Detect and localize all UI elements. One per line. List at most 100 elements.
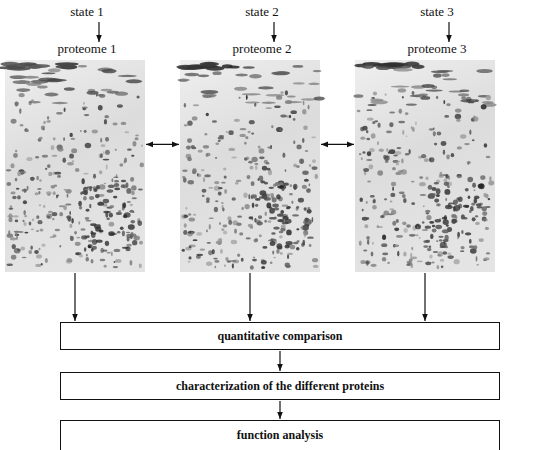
protein-spot — [239, 232, 243, 235]
protein-spot — [37, 188, 41, 190]
protein-spot — [183, 230, 187, 235]
protein-spot — [101, 144, 106, 147]
protein-spot — [16, 188, 20, 190]
protein-spot — [10, 163, 14, 168]
protein-spot — [121, 184, 125, 188]
protein-spot — [391, 86, 410, 88]
protein-spot — [305, 150, 308, 152]
protein-spot — [196, 232, 202, 236]
protein-spot — [372, 205, 377, 210]
protein-spot — [102, 69, 117, 73]
protein-spot — [138, 220, 142, 226]
protein-spot — [55, 229, 60, 232]
protein-spot — [13, 80, 31, 84]
protein-spot — [309, 244, 312, 247]
protein-spot — [380, 215, 384, 218]
protein-spot — [130, 220, 135, 223]
protein-spot — [274, 105, 281, 108]
protein-spot — [250, 226, 254, 229]
protein-spot — [85, 220, 91, 222]
protein-spot — [296, 145, 301, 150]
protein-spot — [417, 226, 419, 229]
protein-spot — [71, 148, 77, 153]
protein-spot — [71, 138, 76, 140]
protein-spot — [192, 168, 197, 174]
protein-spot — [37, 220, 42, 224]
protein-spot — [107, 189, 114, 193]
protein-spot — [293, 82, 305, 84]
protein-spot — [32, 218, 35, 221]
protein-spot — [444, 189, 450, 195]
protein-spot — [468, 196, 471, 199]
protein-spot — [78, 221, 80, 225]
protein-spot — [405, 112, 409, 115]
protein-spot — [231, 240, 237, 244]
protein-spot — [285, 169, 287, 172]
protein-spot — [106, 218, 109, 220]
protein-spot — [276, 127, 283, 132]
protein-spot — [96, 229, 99, 232]
protein-spot — [252, 259, 257, 262]
protein-spot — [254, 103, 256, 107]
protein-spot — [57, 147, 63, 151]
gel-image — [0, 60, 145, 272]
protein-spot — [7, 67, 31, 71]
protein-spot — [277, 186, 284, 189]
protein-spot — [474, 189, 476, 191]
protein-spot — [265, 107, 272, 109]
protein-spot — [273, 226, 279, 229]
protein-spot — [249, 166, 253, 170]
protein-spot — [287, 253, 293, 255]
protein-spot — [259, 176, 264, 181]
protein-spot — [249, 74, 262, 78]
protein-spot — [52, 218, 54, 220]
protein-spot — [359, 240, 362, 245]
protein-spot — [286, 229, 292, 235]
protein-spot — [67, 162, 74, 165]
protein-spot — [411, 202, 415, 205]
protein-spot — [469, 210, 472, 213]
protein-spot — [214, 181, 219, 184]
protein-spot — [20, 124, 24, 127]
protein-spot — [139, 263, 142, 268]
protein-spot — [117, 104, 123, 108]
protein-spot — [184, 124, 188, 126]
protein-spot — [274, 216, 277, 219]
protein-spot — [7, 234, 13, 238]
protein-spot — [243, 66, 255, 69]
protein-spot — [460, 134, 466, 138]
protein-spot — [377, 170, 383, 176]
protein-spot — [215, 157, 217, 159]
protein-spot — [432, 187, 437, 191]
protein-spot — [396, 163, 400, 166]
protein-spot — [293, 140, 295, 144]
protein-spot — [289, 193, 293, 195]
protein-spot — [212, 249, 215, 254]
protein-spot — [214, 260, 219, 263]
protein-spot — [130, 204, 133, 206]
protein-spot — [12, 196, 16, 199]
protein-spot — [307, 209, 312, 214]
protein-spot — [488, 198, 491, 200]
protein-spot — [41, 126, 45, 131]
flow-arrow — [424, 273, 425, 321]
protein-spot — [197, 174, 201, 178]
protein-spot — [62, 157, 66, 162]
protein-spot — [438, 251, 444, 257]
protein-spot — [113, 266, 118, 268]
protein-spot — [83, 108, 86, 110]
protein-spot — [188, 180, 194, 184]
protein-spot — [437, 132, 442, 136]
protein-spot — [478, 183, 484, 189]
protein-spot — [14, 102, 18, 107]
protein-spot — [24, 128, 28, 132]
protein-spot — [434, 182, 439, 184]
protein-spot — [308, 83, 320, 86]
protein-spot — [304, 179, 309, 182]
protein-spot — [198, 74, 210, 77]
protein-spot — [43, 128, 45, 131]
protein-spot — [117, 231, 120, 233]
protein-spot — [66, 189, 72, 194]
protein-spot — [193, 104, 199, 106]
protein-spot — [457, 174, 462, 178]
